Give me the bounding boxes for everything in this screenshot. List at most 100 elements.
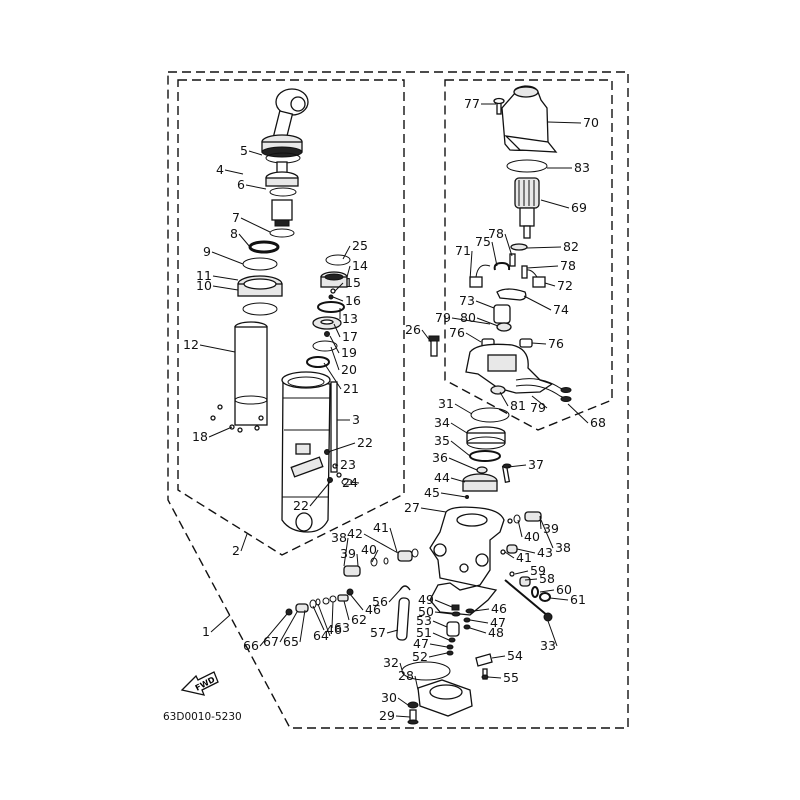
cylinder-parts-right [306,254,351,368]
part-label-62: 62 [351,612,367,627]
part-label-23: 23 [340,457,356,472]
tilt-rod-assembly [248,88,309,254]
leader-line-28 [414,675,419,691]
part-label-2: 2 [232,543,240,558]
part-label-72: 72 [557,278,573,293]
part-label-44: 44 [434,470,450,485]
cylinder-parts-left [210,257,283,433]
leader-line-2 [240,533,248,552]
part-label-76: 76 [449,325,465,340]
leader-line-41 [504,551,515,559]
leader-line-74 [523,295,552,311]
part-label-70: 70 [583,115,599,130]
part-label-79: 79 [530,400,546,415]
part-label-77: 77 [464,96,480,111]
part-label-31: 31 [438,396,454,411]
part-label-9: 9 [203,244,211,259]
part-label-21: 21 [343,381,359,396]
part-label-51: 51 [416,625,432,640]
leader-line-73 [475,300,495,309]
leader-line-49 [434,599,453,608]
part-label-49: 49 [418,592,434,607]
leader-line-37 [507,464,527,468]
leader-line-6 [245,184,267,190]
part-label-27: 27 [404,500,420,515]
leader-line-69 [540,199,570,209]
part-label-47: 47 [413,636,429,651]
part-label-63: 63 [334,620,350,635]
fwd-arrow-icon: FWD [180,671,219,696]
leader-line-53 [432,620,448,628]
leader-line-12 [199,344,236,353]
leader-line-68 [567,403,589,424]
leader-line-25 [342,245,351,260]
part-label-57: 57 [370,625,386,640]
part-label-8: 8 [230,226,238,241]
leader-line-42 [363,533,399,554]
part-label-80: 80 [460,310,476,325]
part-label-53: 53 [416,613,432,628]
leader-line-10 [212,285,239,291]
part-label-50: 50 [418,604,434,619]
leader-line-21 [323,362,342,390]
part-label-71: 71 [455,243,471,258]
part-label-18: 18 [192,429,208,444]
part-label-1: 1 [202,624,210,639]
motor-group-boundary [444,79,613,431]
motor-assembly [465,85,572,402]
part-label-52: 52 [412,649,428,664]
leader-line-59 [514,570,529,575]
leader-line-40 [517,519,523,538]
leader-line-70 [547,121,582,124]
leader-line-38 [343,537,349,567]
part-label-34: 34 [434,415,450,430]
leader-line-32 [399,662,403,671]
leader-line-43 [516,548,536,554]
leader-line-9 [211,251,244,265]
part-label-78: 78 [560,258,576,273]
leader-line-17 [333,323,341,338]
part-label-36: 36 [432,450,448,465]
outer-assembly-boundary [167,71,629,729]
leader-line-58 [524,578,538,581]
leader-line-65 [299,609,306,643]
part-label-11: 11 [196,268,212,283]
leader-line-72 [544,282,556,287]
part-label-38: 38 [331,530,347,545]
part-label-68: 68 [590,415,606,430]
part-label-69: 69 [571,200,587,215]
part-label-76: 76 [548,336,564,351]
leader-line-52 [428,652,448,658]
leader-line-29 [395,715,411,718]
part-label-46: 46 [365,602,381,617]
part-label-83: 83 [574,160,590,175]
leader-line-56 [388,589,401,603]
leader-line-78 [504,233,513,257]
leader-line-14 [346,265,351,278]
part-label-73: 73 [459,293,475,308]
part-label-42: 42 [347,526,363,541]
leader-line-4 [224,169,244,175]
part-label-24: 24 [342,475,358,490]
leader-line-75 [491,241,498,267]
part-label-67: 67 [263,634,279,649]
part-label-54: 54 [507,648,523,663]
part-label-46: 46 [326,622,342,637]
part-labels: 1234567891011121314151617181920212222232… [183,96,606,723]
leader-line-1 [210,614,231,633]
part-label-41: 41 [373,520,389,535]
part-label-82: 82 [563,239,579,254]
leader-line-16 [332,296,344,302]
part-label-5: 5 [240,143,248,158]
leader-line-78 [526,265,559,269]
leader-line-47 [429,643,448,648]
outer-cylinder [281,371,353,533]
part-label-43: 43 [537,545,553,560]
part-label-10: 10 [196,278,212,293]
leader-line-5 [248,150,263,156]
leader-line-46 [473,608,490,612]
part-label-56: 56 [372,594,388,609]
part-label-35: 35 [434,433,450,448]
leader-line-48 [469,627,487,634]
